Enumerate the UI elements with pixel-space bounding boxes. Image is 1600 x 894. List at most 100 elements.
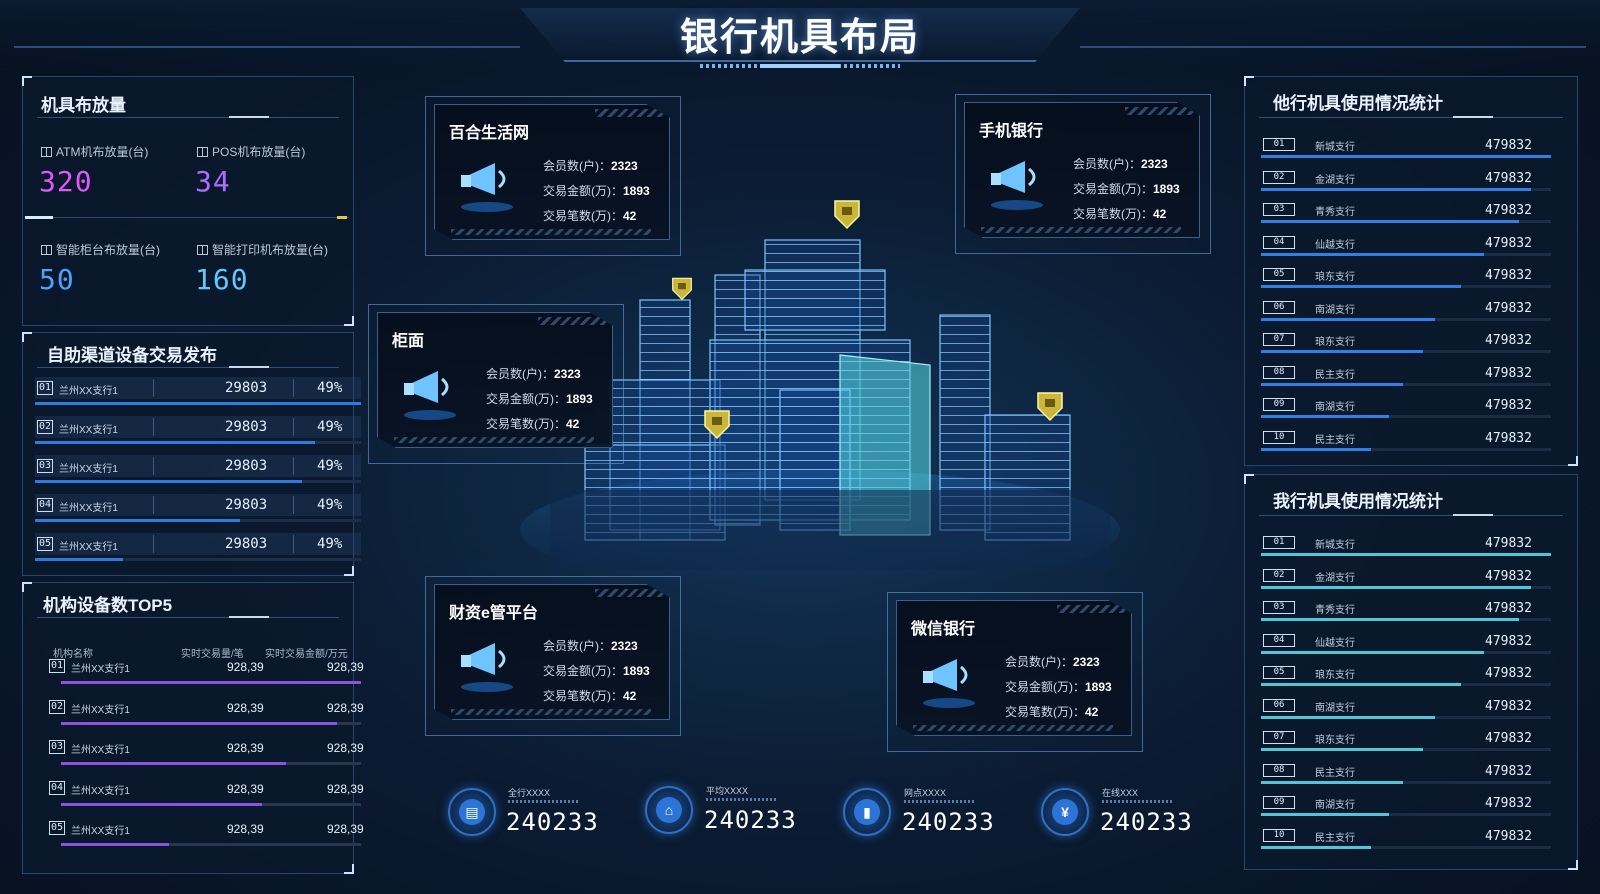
list-item[interactable]: 08 民主支行 479832: [1261, 761, 1561, 793]
branch-name: 南湖支行: [1315, 402, 1355, 413]
progress-fill: [35, 519, 241, 522]
card-frame: [887, 592, 1143, 752]
location-marker-icon: [672, 277, 692, 301]
progress-fill: [1261, 748, 1424, 751]
progress-fill: [1261, 813, 1389, 816]
card-caizi-platform[interactable]: 财资e管平台 会员数(户)：2323 交易金额(万)：1893 交易笔数(万)：…: [434, 584, 670, 720]
branch-name: 金湖支行: [1315, 572, 1355, 584]
usage-value: 479832: [1485, 170, 1532, 186]
progress-fill: [35, 558, 124, 561]
rank-number: 05: [1263, 268, 1295, 281]
stat-label-smart-printer: 智能打印机布放量(台): [197, 241, 328, 258]
megaphone-icon: [461, 643, 513, 692]
card-counter[interactable]: 柜面 会员数(户)：2323 交易金额(万)：1893 交易笔数(万)：42: [377, 312, 613, 448]
branch-name: 仙越支行: [1315, 239, 1355, 251]
rank-number: 10: [1263, 430, 1295, 444]
card-title: 柜面: [392, 333, 425, 350]
row-background: [35, 416, 361, 438]
divider-accent: [337, 216, 347, 219]
megaphone-icon: [991, 161, 1043, 210]
card-count: 交易笔数(万)：42: [486, 417, 580, 431]
amount-value: 928,39: [327, 741, 364, 755]
title-dots: [700, 64, 900, 68]
card-amount: 交易金额(万)：1893: [1073, 182, 1180, 196]
branch-name: 琅东支行: [1315, 337, 1355, 348]
panel-title-underline: [1259, 514, 1563, 516]
header-center-plate: [520, 8, 1080, 62]
branch-name: 金湖支行: [1315, 174, 1355, 186]
progress-fill: [61, 843, 169, 846]
usage-value: 479832: [1485, 536, 1532, 551]
column-header-volume: 实时交易量/笔: [181, 649, 244, 660]
briefcase-icon: ▤: [448, 788, 496, 836]
progress-fill: [61, 802, 262, 806]
progress-fill: [1261, 553, 1551, 556]
progress-fill: [1261, 285, 1462, 288]
bottom-stat-label: 平均XXXX: [706, 786, 749, 796]
bottom-stat-dash: [1102, 800, 1172, 803]
card-wechat-bank[interactable]: 微信银行 会员数(户)：2323 交易金额(万)：1893 交易笔数(万)：42: [896, 600, 1132, 736]
progress-track: [1261, 780, 1551, 784]
yen-icon: ¥: [1041, 788, 1089, 836]
megaphone-icon: [404, 371, 456, 420]
stat-value-pos: 34: [195, 165, 231, 198]
megaphone-icon: [461, 163, 513, 212]
header-line-right: [1080, 46, 1586, 48]
progress-fill: [1261, 780, 1404, 784]
rank-number: 05: [49, 821, 65, 835]
usage-value: 479832: [1485, 698, 1532, 714]
progress-fill: [1261, 155, 1551, 158]
usage-value: 479832: [1485, 268, 1532, 283]
progress-track: [35, 558, 361, 561]
card-baihe[interactable]: 百合生活网 会员数(户)：2323 交易金额(万)：1893 交易笔数(万)：4…: [434, 104, 670, 240]
rank-number: 08: [1263, 763, 1295, 777]
rank-number: 04: [1263, 235, 1295, 249]
list-item[interactable]: 05 琅东支行 479832: [1261, 265, 1561, 297]
card-mobile-bank[interactable]: 手机银行 会员数(户)：2323 交易金额(万)：1893 交易笔数(万)：42: [964, 102, 1200, 238]
card-frame: [425, 96, 681, 256]
amount-value: 928,39: [327, 660, 364, 674]
usage-value: 479832: [1485, 763, 1532, 779]
usage-value: 479832: [1485, 796, 1532, 811]
percentage: 49%: [317, 536, 343, 552]
progress-fill: [1261, 252, 1485, 256]
rank-number: 06: [1263, 698, 1295, 712]
card-count: 交易笔数(万)：42: [543, 209, 637, 223]
stat-value-atm: 320: [39, 165, 93, 198]
panel-title: 自助渠道设备交易发布: [47, 346, 217, 365]
usage-value: 479832: [1485, 430, 1532, 446]
location-marker-icon: [834, 200, 860, 230]
branch-name: 琅东支行: [1315, 272, 1355, 283]
card-title: 百合生活网: [449, 125, 530, 142]
branch-name: 民主支行: [1315, 767, 1355, 779]
